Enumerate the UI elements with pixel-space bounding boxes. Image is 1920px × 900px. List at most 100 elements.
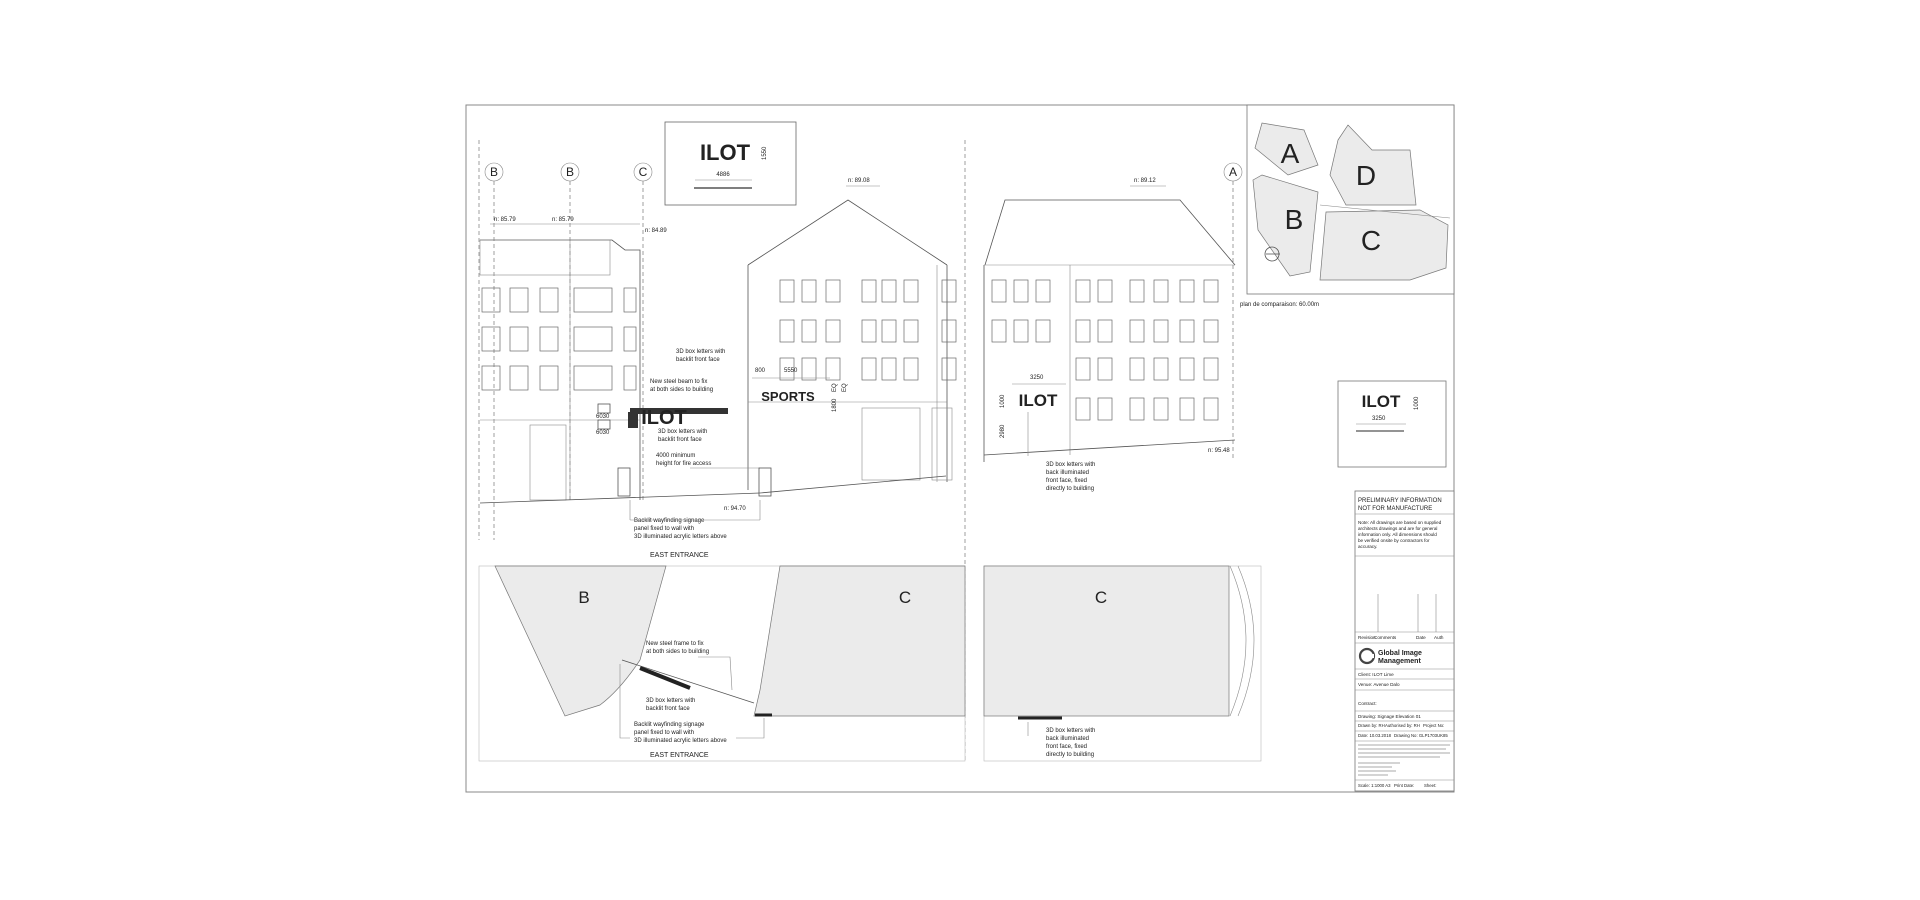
authorised-by-field: Authorised by: RH (1385, 723, 1420, 728)
plan-right: C 3D box letters with back illuminated f… (983, 565, 1262, 762)
level-2: n: 85.79 (552, 217, 574, 223)
east-entrance-top: EAST ENTRANCE (650, 552, 709, 559)
key-plan: A B C D plan de comparaison: 60.00m (1240, 104, 1455, 308)
grid-label-b1: B (490, 165, 498, 179)
drawing-no-field: Drawing No: GLP1703UK85 (1394, 733, 1448, 738)
logo-sample-text: ILOT (700, 140, 751, 165)
note-10a: 3D box letters with (1046, 728, 1095, 734)
note-5a: Backlit wayfinding signage (634, 518, 705, 524)
note-10b: back illuminated (1046, 736, 1089, 742)
note-10d: directly to building (1046, 752, 1094, 758)
note-7b: at both sides to building (646, 649, 709, 655)
plan-label-c2: C (1095, 588, 1107, 607)
dim-800: 800 (755, 368, 766, 374)
sheet-field: Sheet: (1424, 783, 1436, 788)
dim-eq1: EQ (832, 383, 838, 392)
rev-col-auth: Auth (1434, 635, 1444, 640)
ilot-sign-main: ILOT (641, 407, 687, 429)
note-8b: backlit front face (646, 706, 690, 712)
dim-1800: 1800 (832, 398, 838, 412)
east-elevation-right: A n: 89.12 n: 95.48 ILOT 3250 1000 2980 … (983, 162, 1243, 492)
dim-6030b: 6030 (596, 430, 610, 436)
grid-label-c: C (639, 165, 648, 179)
note-9a: Backlit wayfinding signage (634, 722, 705, 728)
dim-5550: 5550 (784, 368, 798, 374)
note-1a: 3D box letters with (676, 349, 725, 355)
print-date-field: Print Date: (1394, 783, 1414, 788)
contract-field: Contract: (1358, 701, 1377, 706)
logo-sample-box: ILOT 4886 1550 (664, 121, 797, 206)
note-3b: backlit front face (658, 437, 702, 443)
plan-left: B C New steel frame to fix at both sides… (478, 565, 966, 762)
note-9c: 3D illuminated acrylic letters above (634, 738, 727, 744)
level-6: n: 94.70 (724, 506, 746, 512)
rev-col-date: Date (1416, 635, 1426, 640)
venue-field: Venue: Avenue Dalo (1358, 682, 1400, 687)
note-line-1: Note: All drawings are based on supplied (1358, 520, 1442, 525)
plan-block-c2 (983, 565, 1230, 717)
keyplan-b: B (1285, 204, 1304, 235)
note-line-5: accuracy. (1358, 544, 1377, 549)
sign-detail-width: 3250 (1372, 416, 1386, 422)
dim-1000: 1000 (1000, 394, 1006, 408)
keyplan-caption: plan de comparaison: 60.00m (1240, 302, 1319, 308)
note-1b: backlit front face (676, 357, 720, 363)
level-5: n: 89.12 (1134, 178, 1156, 184)
preliminary-line-1: PRELIMINARY INFORMATION (1358, 498, 1442, 504)
date-field: Date: 10.03.2018 (1358, 733, 1392, 738)
dim-eq2: EQ (842, 383, 848, 392)
project-no-field: Project No: (1423, 723, 1444, 728)
client-field: Client: ILOT Lime (1358, 672, 1394, 677)
note-5c: 3D illuminated acrylic letters above (634, 534, 727, 540)
block-b (1252, 174, 1319, 277)
grid-label-b2: B (566, 165, 574, 179)
block-d (1329, 124, 1417, 206)
note-9b: panel fixed to wall with (634, 730, 694, 736)
note-6c: front face, fixed (1046, 478, 1087, 484)
scale-field: Scale: 1:1000 A3 (1358, 783, 1391, 788)
dim-2980: 2980 (1000, 424, 1006, 438)
level-1: n: 85.79 (494, 217, 516, 223)
note-3a: 3D box letters with (658, 429, 707, 435)
drawn-by-field: Drawn by: RH (1358, 723, 1385, 728)
east-elevation-left: B B C n: 85.79 n: 85.79 n: 84.89 n: 89.0… (478, 140, 966, 760)
rev-col-comments: Comments (1374, 635, 1397, 640)
plan-label-c: C (899, 588, 911, 607)
block-a (1254, 122, 1319, 176)
note-7a: New steel frame to fix (646, 641, 704, 647)
steel-beam (630, 408, 728, 414)
block-c (1319, 209, 1449, 281)
sports-sign: SPORTS (761, 389, 815, 404)
note-2b: at both sides to building (650, 387, 713, 393)
note-8a: 3D box letters with (646, 698, 695, 704)
grid-label-a: A (1229, 165, 1237, 179)
dim-6030a: 6030 (596, 414, 610, 420)
keyplan-a: A (1281, 138, 1300, 169)
company-name-1: Global Image (1378, 650, 1422, 657)
note-6a: 3D box letters with (1046, 462, 1095, 468)
note-line-2: architects drawings and are for general (1358, 526, 1437, 531)
title-block: PRELIMINARY INFORMATION NOT FOR MANUFACT… (1354, 490, 1455, 792)
level-3: n: 84.89 (645, 228, 667, 234)
sign-detail-height: 1000 (1414, 396, 1420, 410)
company-name-2: Management (1378, 658, 1421, 665)
logo-sample-width: 4886 (716, 172, 730, 178)
note-2a: New steel beam to fix (650, 379, 707, 385)
ilot-sign-right: ILOT (1019, 391, 1058, 410)
drawing-field: Drawing: Signage Elevation 01 (1358, 714, 1421, 719)
preliminary-line-2: NOT FOR MANUFACTURE (1358, 506, 1432, 512)
sign-detail-box: ILOT 3250 1000 (1337, 380, 1447, 468)
dim-3250: 3250 (1030, 375, 1044, 381)
note-4b: height for fire access (656, 461, 711, 467)
note-4a: 4000 minimum (656, 453, 695, 459)
note-line-4: be verified onsite by contractors for (1358, 538, 1430, 543)
keyplan-d: D (1356, 160, 1376, 191)
rev-col-revision: Revision (1358, 635, 1376, 640)
level-4: n: 89.08 (848, 178, 870, 184)
note-6d: directly to building (1046, 486, 1094, 492)
east-entrance-bottom: EAST ENTRANCE (650, 752, 709, 759)
keyplan-c: C (1361, 225, 1381, 256)
sign-detail-text: ILOT (1362, 392, 1401, 411)
note-line-3: information only. All dimensions should (1358, 532, 1437, 537)
